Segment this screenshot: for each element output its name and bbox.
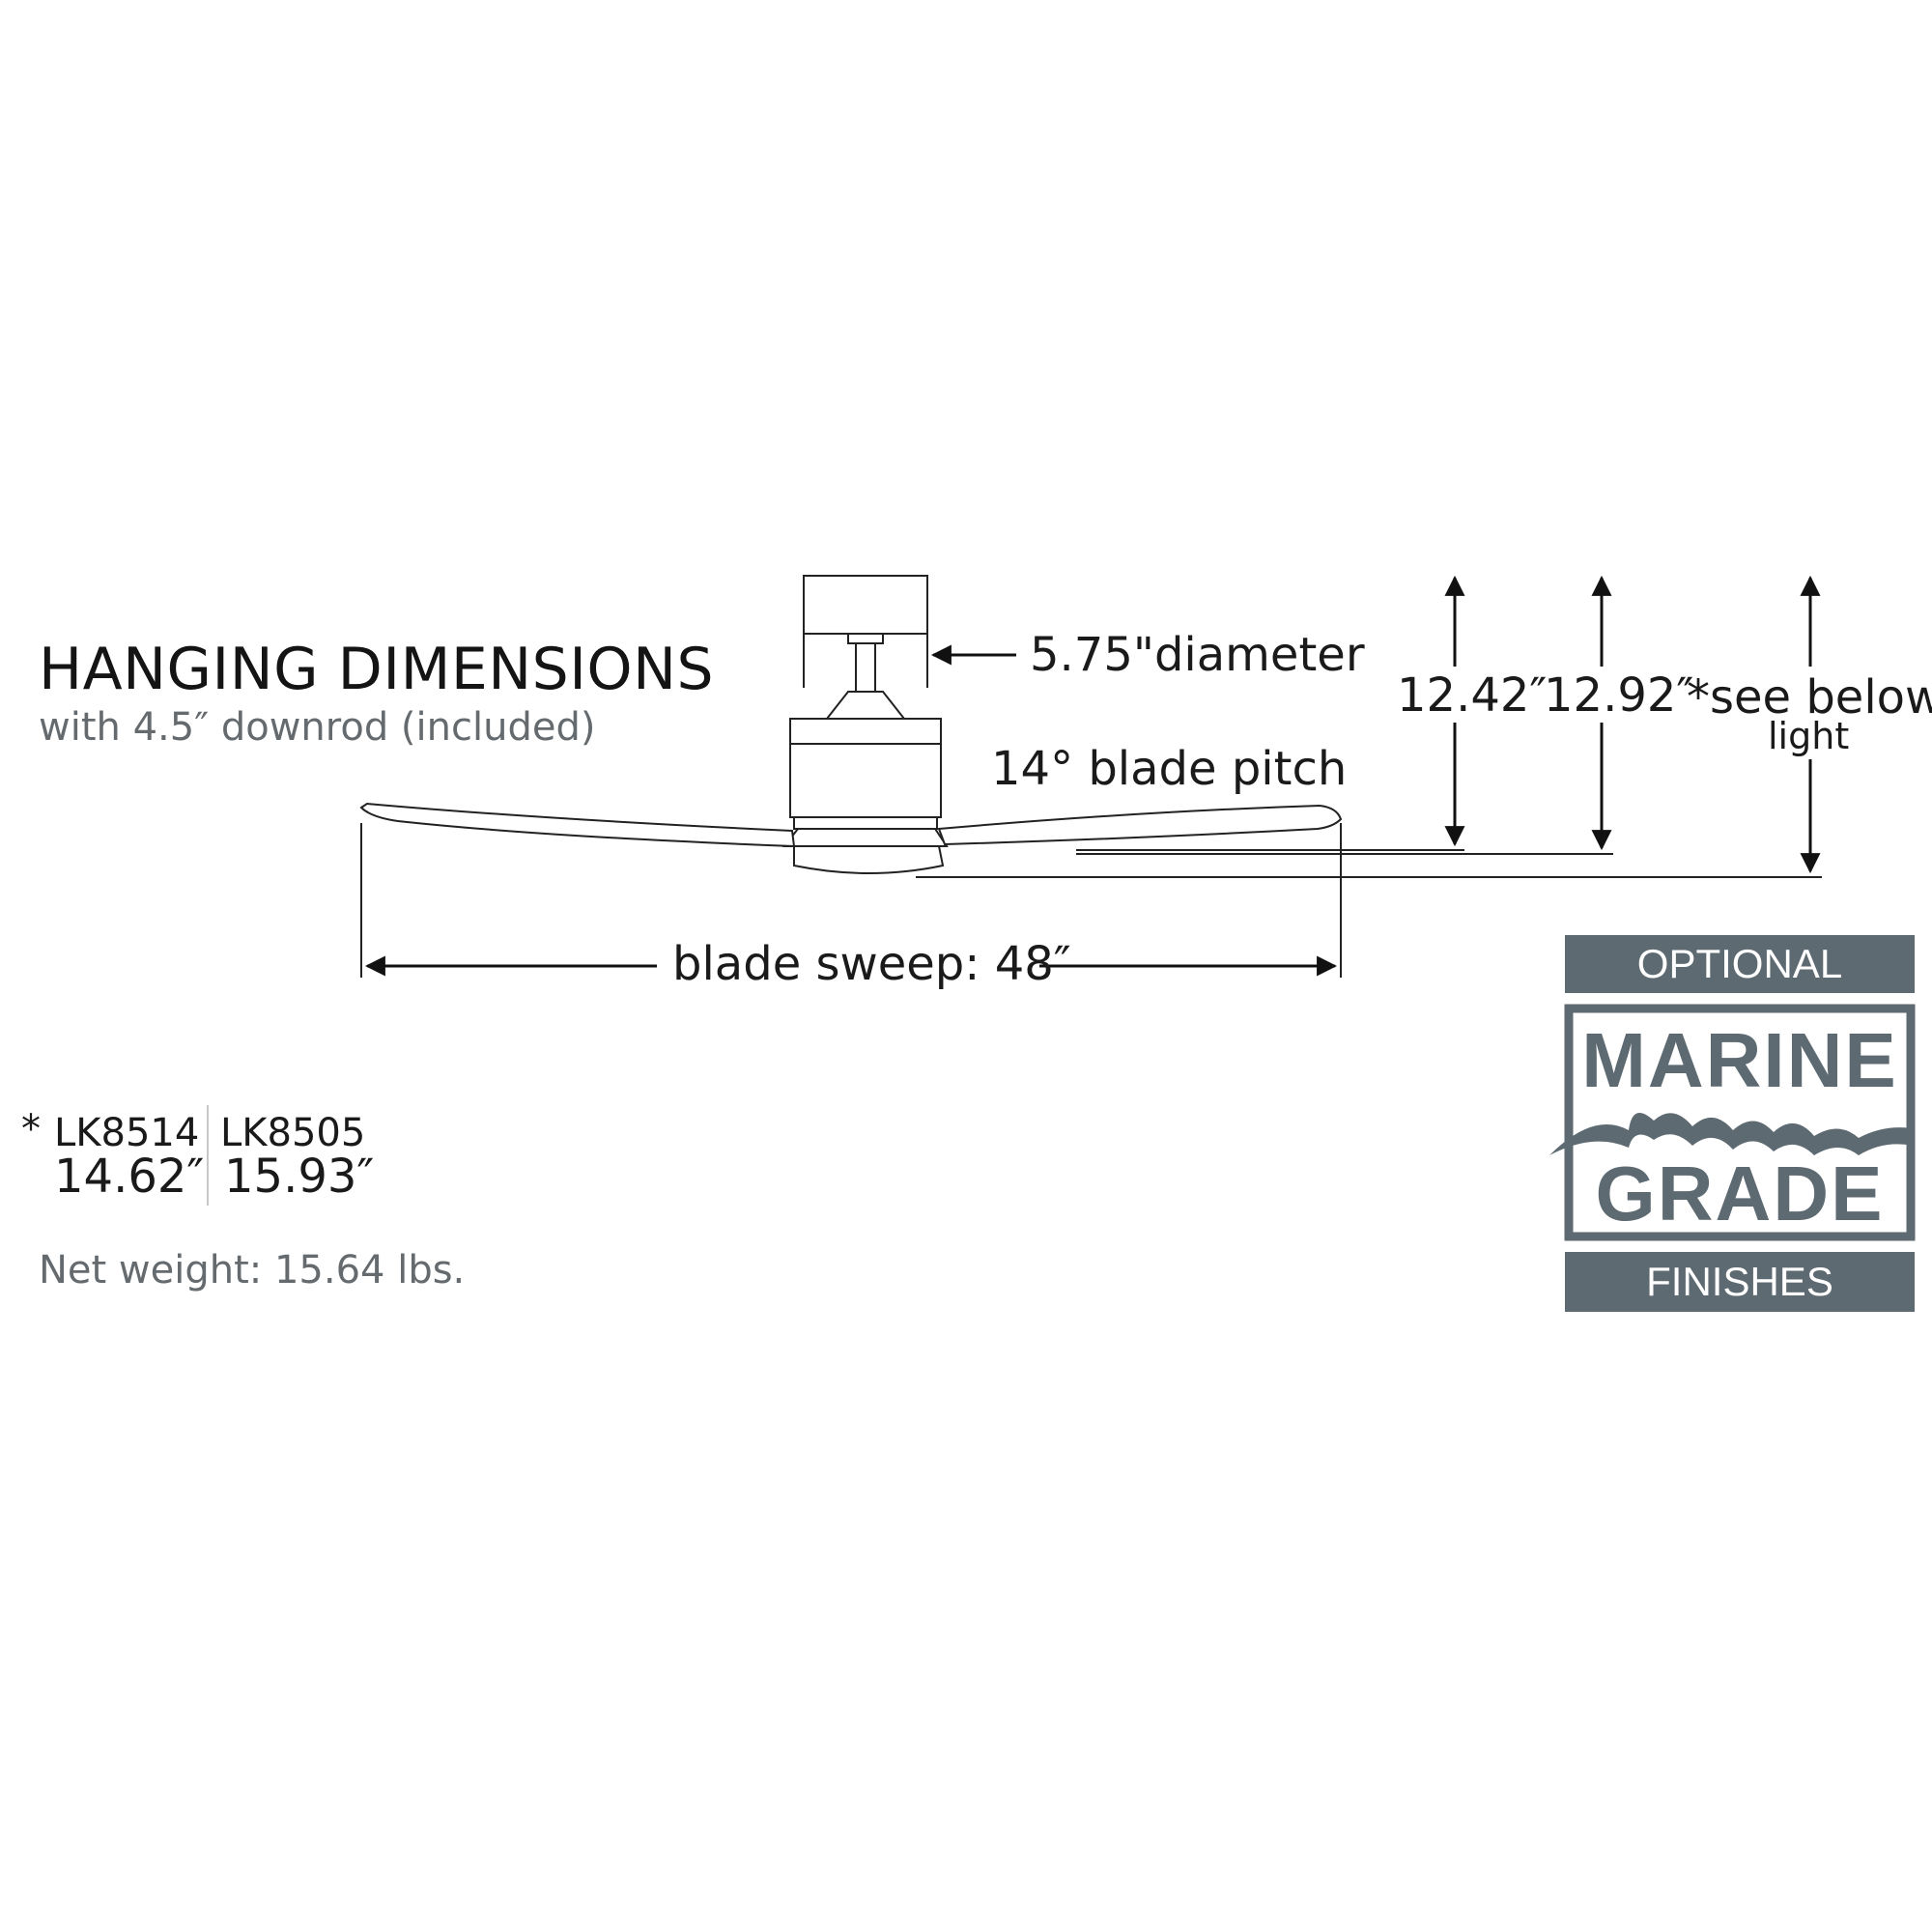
model-asterisk: * bbox=[21, 1107, 41, 1151]
right-blade bbox=[937, 804, 1343, 846]
model-name-2: LK8505 bbox=[220, 1111, 366, 1155]
height-label-3-sub: light bbox=[1768, 715, 1850, 757]
height-label-2: 12.92″ bbox=[1544, 668, 1694, 723]
wave-icon bbox=[1549, 1113, 1913, 1155]
page-title: HANGING DIMENSIONS bbox=[39, 636, 715, 703]
badge-grade: GRADE bbox=[1595, 1151, 1885, 1236]
model-value-2: 15.93″ bbox=[224, 1150, 375, 1204]
badge-marine: MARINE bbox=[1581, 1017, 1898, 1103]
net-weight: Net weight: 15.64 lbs. bbox=[39, 1248, 466, 1293]
model-value-1: 14.62″ bbox=[54, 1150, 205, 1204]
height-label-1: 12.42″ bbox=[1397, 668, 1548, 723]
canopy-diameter-label: 5.75"diameter bbox=[1030, 628, 1365, 682]
height-label-3: *see below bbox=[1687, 670, 1932, 724]
model-separator bbox=[207, 1105, 209, 1206]
model-name-1: LK8514 bbox=[54, 1111, 200, 1155]
badge-finishes: FINISHES bbox=[1565, 1252, 1915, 1312]
blade-sweep-label: blade sweep: 48″ bbox=[672, 937, 1071, 991]
page-subtitle: with 4.5″ downrod (included) bbox=[39, 705, 596, 750]
badge-optional: OPTIONAL bbox=[1565, 935, 1915, 993]
left-blade bbox=[359, 802, 796, 848]
blade-pitch-label: 14° blade pitch bbox=[991, 742, 1348, 796]
light-kit bbox=[793, 845, 945, 874]
